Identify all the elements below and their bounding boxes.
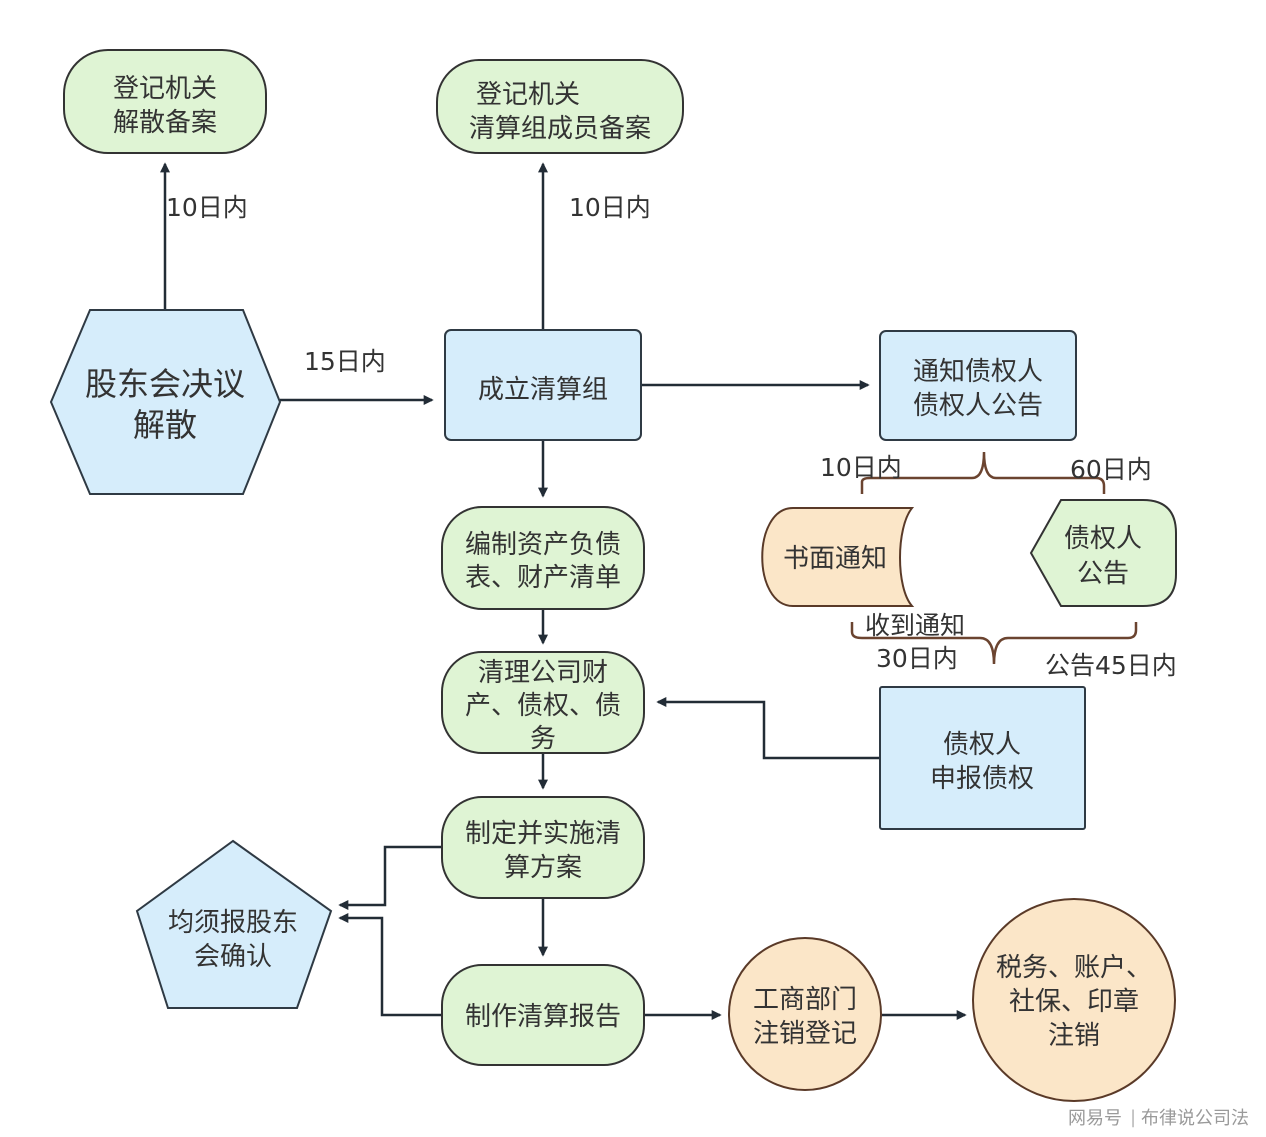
node-creditor-announcement: 债权人 公告 — [1029, 499, 1177, 607]
node-notify-creditors-shape — [879, 330, 1077, 441]
node-liquidation-team-filing-shape — [436, 59, 684, 154]
node-form-liquidation-team-shape — [444, 329, 642, 441]
node-clear-assets-line1: 清理公司财 — [478, 658, 608, 688]
node-tax-cancel-line3: 注销 — [1048, 1021, 1100, 1051]
node-liquidation-plan: 制定并实施清 算方案 — [441, 796, 645, 899]
brace-notify-split — [860, 451, 1106, 494]
node-tax-cancel-line2: 社保、印章 — [1009, 987, 1139, 1017]
watermark-source: 网易号 — [1068, 1108, 1122, 1129]
node-liquidation-team-filing-line2: 清算组成员备案 — [469, 114, 651, 144]
node-deregistration: 工商部门 注销登记 — [728, 937, 882, 1091]
node-clear-assets-line2: 产、债权、债 — [465, 691, 621, 721]
watermark: 网易号 | 布律说公司法 — [1068, 1107, 1249, 1129]
node-clear-assets-shape — [441, 651, 645, 754]
node-notify-creditors-line2: 债权人公告 — [913, 391, 1043, 421]
node-liquidation-plan-line2: 算方案 — [504, 853, 582, 883]
node-liquidation-report-shape — [441, 964, 645, 1066]
edge-claims-to-clear — [656, 697, 880, 760]
node-shareholder-resolution-shape — [49, 309, 282, 495]
node-shareholder-confirm-shape — [135, 839, 333, 1009]
label-to-dissolution-filing: 10日内 — [166, 193, 248, 222]
brace-claim-merge — [850, 622, 1138, 665]
edges — [160, 162, 967, 1020]
node-creditor-announcement-line2: 公告 — [1077, 559, 1129, 589]
node-dissolution-filing-shape — [63, 49, 267, 154]
node-deregistration-line1: 工商部门 — [753, 985, 857, 1015]
node-tax-cancel-line1: 税务、账户、 — [996, 953, 1152, 983]
node-deregistration-shape — [728, 937, 882, 1091]
label-to-team-filing: 10日内 — [569, 193, 651, 222]
node-tax-cancel-shape — [972, 898, 1176, 1102]
watermark-separator: | — [1130, 1107, 1136, 1128]
node-liquidation-plan-line1: 制定并实施清 — [465, 819, 621, 849]
label-announcement-claim-period: 公告45日内 — [1045, 651, 1177, 680]
edge-plan-to-confirm — [338, 845, 442, 910]
node-dissolution-filing-line1: 登记机关 — [113, 74, 217, 104]
node-clear-assets-line3: 务 — [530, 724, 556, 754]
node-balance-sheet-shape — [441, 506, 645, 610]
node-dissolution-filing: 登记机关 解散备案 — [63, 49, 267, 154]
label-to-form-team: 15日内 — [304, 347, 386, 376]
node-balance-sheet-line2: 表、财产清单 — [465, 563, 621, 593]
node-creditor-announcement-shape — [1029, 499, 1177, 607]
node-liquidation-report: 制作清算报告 — [441, 964, 645, 1066]
node-notify-creditors: 通知债权人 债权人公告 — [879, 330, 1077, 441]
node-liquidation-team-filing: 登记机关 清算组成员备案 — [436, 59, 684, 154]
node-shareholder-resolution: 股东会决议 解散 — [49, 309, 282, 495]
label-notice-claim-period: 30日内 — [876, 644, 958, 673]
node-clear-assets: 清理公司财 产、债权、债 务 — [441, 651, 645, 754]
node-written-notice: 书面通知 — [761, 507, 915, 607]
label-announcement-period: 60日内 — [1070, 455, 1152, 484]
node-tax-cancel: 税务、账户、 社保、印章 注销 — [972, 898, 1176, 1102]
node-deregistration-line2: 注销登记 — [753, 1019, 857, 1049]
node-creditor-claims: 债权人 申报债权 — [879, 686, 1086, 830]
label-written-notice-period: 10日内 — [820, 453, 902, 482]
node-creditor-claims-line2: 申报债权 — [930, 764, 1034, 794]
node-liquidation-plan-shape — [441, 796, 645, 899]
node-written-notice-shape — [761, 507, 915, 607]
node-creditor-claims-shape — [879, 686, 1086, 830]
node-shareholder-resolution-line2: 解散 — [133, 406, 197, 444]
node-notify-creditors-line1: 通知债权人 — [913, 357, 1043, 387]
node-form-liquidation-team-line1: 成立清算组 — [478, 375, 608, 405]
node-shareholder-confirm-line1: 均须报股东 — [168, 908, 298, 938]
node-creditor-claims-line1: 债权人 — [943, 730, 1021, 760]
watermark-author: 布律说公司法 — [1141, 1108, 1249, 1129]
node-balance-sheet-line1: 编制资产负债 — [465, 530, 621, 560]
node-liquidation-team-filing-line1: 登记机关 — [476, 80, 580, 110]
node-written-notice-line1: 书面通知 — [783, 544, 887, 574]
node-shareholder-confirm-line2: 会确认 — [194, 942, 272, 972]
node-shareholder-confirm: 均须报股东 会确认 — [135, 839, 333, 1009]
node-dissolution-filing-line2: 解散备案 — [113, 108, 217, 138]
node-liquidation-report-line1: 制作清算报告 — [465, 1002, 621, 1032]
node-shareholder-resolution-line1: 股东会决议 — [85, 365, 245, 403]
edge-report-to-confirm — [338, 913, 442, 1017]
node-creditor-announcement-line1: 债权人 — [1064, 524, 1142, 554]
label-notice-received: 收到通知 — [865, 611, 965, 640]
node-form-liquidation-team: 成立清算组 — [444, 329, 642, 441]
node-balance-sheet: 编制资产负债 表、财产清单 — [441, 506, 645, 610]
